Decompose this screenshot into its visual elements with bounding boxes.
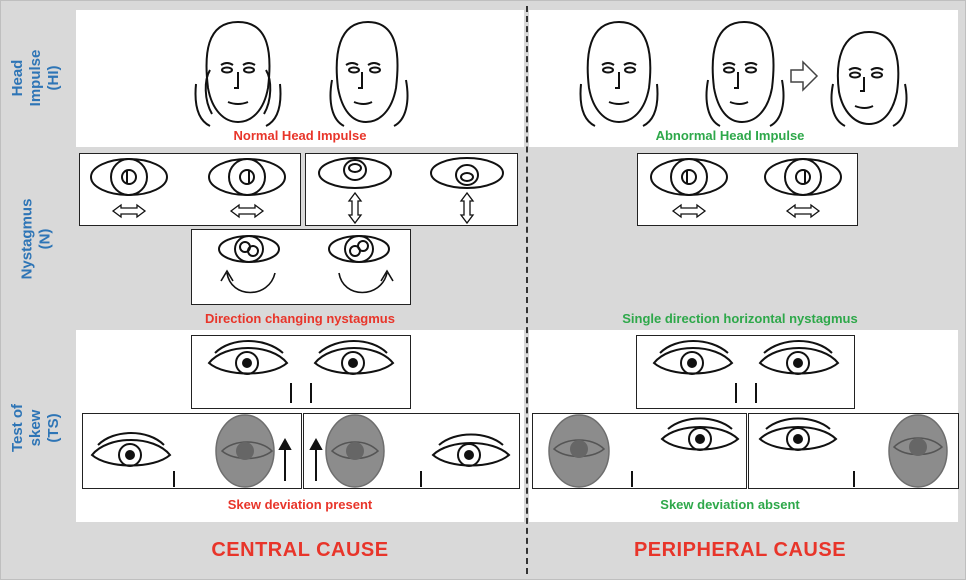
eye-icon (760, 419, 854, 488)
double-arrow-horizontal-icon (673, 205, 819, 217)
peripheral-cause-label: PERIPHERAL CAUSE (580, 539, 900, 562)
curved-arrow-icon (221, 271, 275, 293)
eye-icon (756, 341, 838, 403)
occluder-icon (889, 415, 947, 487)
arrow-up-icon (311, 440, 321, 481)
head-impulse-peripheral-drawing (529, 10, 958, 130)
head-impulse-central-drawing (76, 10, 524, 130)
peripheral-nystagmus-drawing (637, 153, 858, 226)
double-arrow-horizontal-icon (113, 205, 263, 217)
face-turned-icon (331, 22, 408, 126)
skew-central-right-drawing (303, 413, 520, 489)
central-nystagmus-caption: Direction changing nystagmus (150, 311, 450, 326)
eye-icon (632, 419, 738, 488)
eye-horizontal-icon (651, 159, 727, 195)
central-skew-caption: Skew deviation present (150, 497, 450, 512)
face-front-icon (581, 22, 658, 126)
eye-vertical-icon (431, 158, 503, 188)
occluder-icon (216, 415, 274, 487)
horizontal-nystagmus-drawing (79, 153, 301, 226)
torsional-nystagmus-drawing (191, 229, 411, 305)
curved-arrow-icon (339, 271, 393, 293)
eye-icon (92, 433, 174, 487)
occluder-icon (326, 415, 384, 487)
column-divider (526, 6, 528, 574)
vertical-nystagmus-drawing (305, 153, 518, 226)
eye-icon (311, 341, 393, 403)
skew-central-left-drawing (82, 413, 302, 489)
eye-horizontal-icon (765, 159, 841, 195)
eye-vertical-icon (319, 158, 391, 188)
skew-peripheral-right-drawing (748, 413, 959, 489)
eye-torsional-icon (219, 236, 279, 262)
skew-central-top-drawing (191, 335, 411, 409)
face-turned-icon (707, 22, 784, 126)
row-label-head-impulse: Head Impulse (HI) (6, 14, 66, 142)
eye-icon (209, 341, 291, 403)
arrow-right-icon (791, 62, 817, 90)
eye-horizontal-icon (209, 159, 285, 195)
double-arrow-vertical-icon (349, 193, 473, 223)
face-corrective-icon (832, 32, 907, 126)
peripheral-skew-caption: Skew deviation absent (580, 497, 880, 512)
central-head-impulse-caption: Normal Head Impulse (150, 128, 450, 143)
central-cause-label: CENTRAL CAUSE (150, 539, 450, 562)
peripheral-head-impulse-caption: Abnormal Head Impulse (580, 128, 880, 143)
skew-peripheral-left-drawing (532, 413, 747, 489)
peripheral-nystagmus-caption: Single direction horizontal nystagmus (580, 311, 900, 326)
eye-torsional-icon (329, 236, 389, 262)
eye-horizontal-icon (91, 159, 167, 195)
row-label-test-of-skew: Test of skew (TS) (6, 334, 66, 522)
eye-icon (421, 435, 509, 488)
arrow-up-icon (280, 440, 290, 481)
occluder-icon (549, 415, 609, 487)
row-label-nystagmus: Nystagmus (N) (6, 150, 66, 328)
eye-icon (654, 341, 736, 403)
skew-peripheral-top-drawing (636, 335, 855, 409)
face-front-icon (196, 22, 281, 126)
